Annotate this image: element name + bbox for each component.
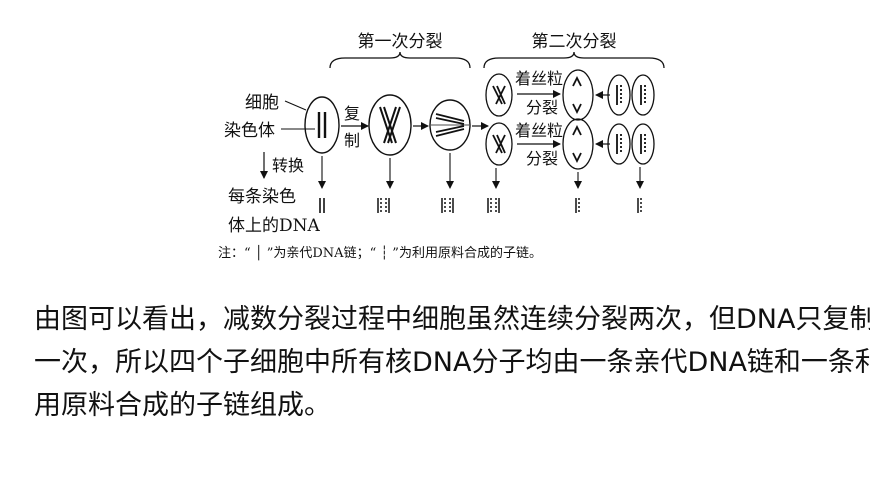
svg-text:分裂: 分裂 bbox=[526, 149, 558, 168]
dna-daughter-1 bbox=[575, 198, 580, 213]
svg-text:着丝粒: 着丝粒 bbox=[515, 121, 563, 140]
cell-6-bottom-secondary bbox=[485, 122, 513, 166]
explanation-line-2: 一次，所以四个子细胞中所有核DNA分子均由一条亲代DNA链和一条利 bbox=[34, 347, 870, 378]
svg-text:着丝粒: 着丝粒 bbox=[515, 69, 563, 88]
daughter-cell-1 bbox=[607, 74, 631, 116]
explanation-line-3: 用原料合成的子链组成。 bbox=[34, 390, 331, 421]
first-division-label: 第一次分裂 bbox=[358, 32, 443, 52]
replication-label-2: 制 bbox=[344, 131, 360, 150]
explanation-line-1: 由图可以看出，减数分裂过程中细胞虽然连续分裂两次，但DNA只复制 bbox=[34, 304, 870, 335]
second-division-label: 第二次分裂 bbox=[532, 32, 617, 52]
meiosis-dna-diagram: 第一次分裂 第二次分裂 细胞 染色体 复 制 着丝粒 分裂 bbox=[218, 32, 665, 261]
dna-row-label-1: 每条染色 bbox=[228, 187, 296, 207]
dna-replicated-3 bbox=[487, 198, 500, 213]
daughter-cell-3 bbox=[607, 123, 631, 165]
dna-row-label-2: 体上的DNA bbox=[228, 216, 321, 236]
daughter-cell-4 bbox=[631, 123, 655, 165]
cell-label: 细胞 bbox=[245, 93, 279, 113]
cell-2-replicated bbox=[368, 94, 412, 156]
bottom-centromere-split-label: 着丝粒 分裂 bbox=[515, 121, 563, 168]
conversion-label: 转换 bbox=[272, 156, 304, 175]
first-division-brace bbox=[329, 51, 471, 69]
replication-label-1: 复 bbox=[344, 104, 360, 123]
diagram-note: 注：“ │ ”为亲代DNA链；“ ┆ ”为利用原料合成的子链。 bbox=[218, 244, 542, 261]
top-centromere-split-label: 着丝粒 分裂 bbox=[515, 69, 563, 117]
dna-replicated-2 bbox=[441, 198, 454, 213]
cell-7-bottom-anaphase-ii bbox=[562, 118, 594, 170]
second-division-brace bbox=[483, 51, 665, 69]
cell-3-metaphase-i bbox=[429, 99, 471, 151]
cell-5-top-anaphase-ii bbox=[562, 69, 594, 121]
dna-replicated-1 bbox=[377, 198, 390, 213]
cell-1-original bbox=[304, 96, 340, 154]
dna-down-arrows bbox=[318, 153, 644, 189]
cell-4-top-secondary bbox=[485, 73, 513, 117]
svg-text:分裂: 分裂 bbox=[526, 98, 558, 117]
dna-daughter-2 bbox=[637, 198, 642, 213]
daughter-cell-2 bbox=[631, 74, 655, 116]
explanation-paragraph: 由图可以看出，减数分裂过程中细胞虽然连续分裂两次，但DNA只复制 一次，所以四个… bbox=[34, 298, 870, 427]
chromosome-label: 染色体 bbox=[224, 121, 275, 141]
dna-parental-double bbox=[319, 198, 325, 213]
cell-pointer-line bbox=[284, 100, 307, 111]
